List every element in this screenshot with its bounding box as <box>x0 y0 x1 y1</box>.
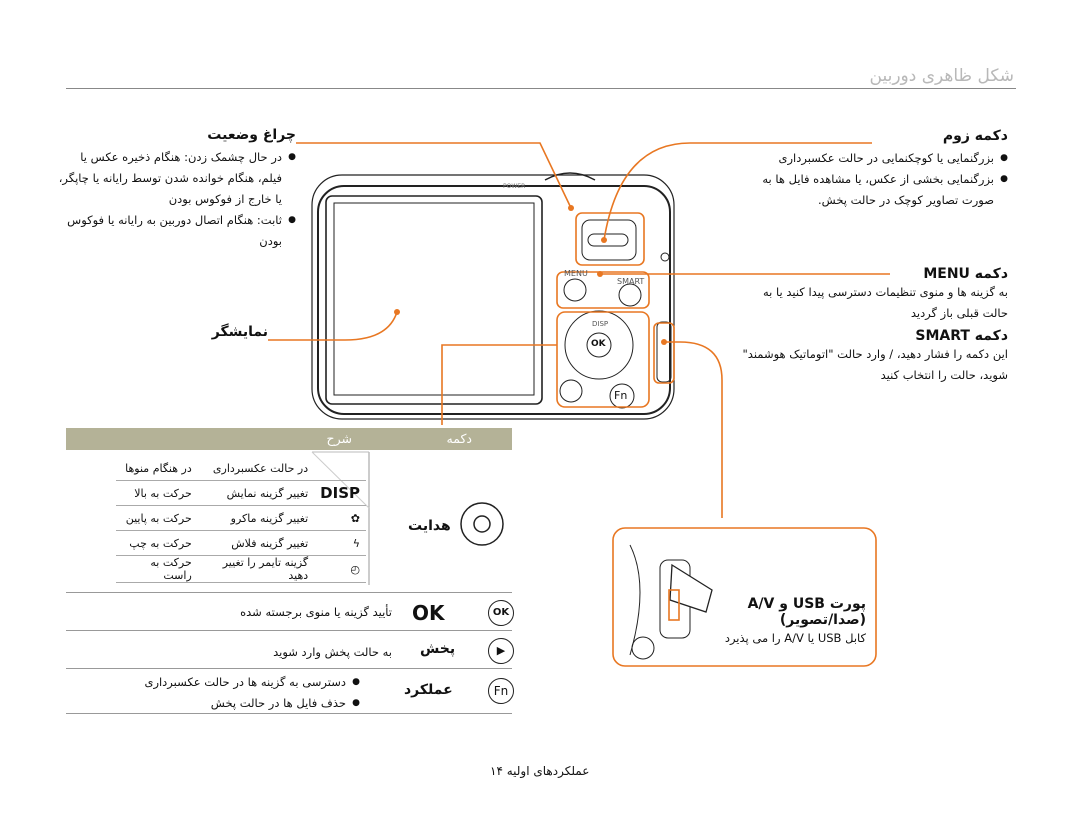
camera-fn-label: Fn <box>614 389 628 402</box>
page-footer: عملکردهای اولیه ۱۴ <box>490 764 590 778</box>
table-row: ϟ تغییر گزینه فلاش حرکت به چپ <box>116 530 366 556</box>
macro-icon: ✿ <box>314 505 366 531</box>
status-lamp-callout: چراغ وضعیت در حال چشمک زدن: هنگام ذخیره … <box>56 127 296 252</box>
header-desc: شرح <box>326 431 352 446</box>
fn-item: حذف فایل ها در حالت پخش <box>126 693 360 714</box>
nav-cell: حرکت به راست <box>116 555 198 583</box>
nav-cell: حرکت به بالا <box>116 480 198 506</box>
play-desc: به حالت پخش وارد شوید <box>273 645 392 659</box>
header-button: دکمه <box>446 431 472 446</box>
smart-title: دکمه SMART <box>915 328 1008 344</box>
screen-title: نمایشگر <box>211 324 268 340</box>
zoom-title: دکمه زوم <box>942 128 1008 144</box>
table-row: ✿ تغییر گزینه ماکرو حرکت به پایین <box>116 505 366 531</box>
nav-subheader-left: در هنگام منوها <box>116 456 198 481</box>
nav-cell: تغییر گزینه ماکرو <box>197 505 315 531</box>
play-label: پخش <box>420 641 456 657</box>
status-lamp-item: در حال چشمک زدن: هنگام ذخیره عکس یا فیلم… <box>56 147 296 210</box>
menu-desc: به گزینه ها و منوی تنظیمات دسترسی پیدا ک… <box>762 285 1008 320</box>
fn-item: دسترسی به گزینه ها در حالت عکسبرداری <box>126 672 360 693</box>
port-desc: کابل USB یا A/V را می پذیرد <box>724 631 866 645</box>
timer-icon: ◴ <box>314 555 366 583</box>
menu-callout: دکمه MENU به گزینه ها و منوی تنظیمات دست… <box>738 266 1008 386</box>
status-lamp-item: ثابت: هنگام اتصال دوربین به رایانه یا فو… <box>56 210 296 252</box>
table-row: DISP تغییر گزینه نمایش حرکت به بالا <box>116 480 366 506</box>
zoom-item: بزرگنمایی یا کوچکنمایی در حالت عکسبرداری <box>738 148 1009 169</box>
menu-title: دکمه MENU <box>923 266 1008 282</box>
title-divider <box>66 88 1016 89</box>
page-title: شکل ظاهری دوربین <box>869 66 1014 86</box>
nav-cell: تغییر گزینه نمایش <box>197 480 315 506</box>
camera-disp-label: DISP <box>592 320 609 328</box>
ok-icon: OK <box>488 600 514 626</box>
ok-desc: تأیید گزینه یا منوی برجسته شده <box>240 605 392 619</box>
camera-menu-label: MENU <box>564 269 588 278</box>
port-callout: پورت USB و A/V (صدا/تصویر) کابل USB یا A… <box>716 596 866 649</box>
smart-desc: این دکمه را فشار دهید، / وارد حالت "اتوم… <box>742 347 1008 382</box>
table-row: ◴ گزینه تایمر را تغییر دهید حرکت به راست <box>116 555 366 583</box>
nav-pad-icon <box>460 502 504 546</box>
table-row: در حالت عکسبرداری در هنگام منوها <box>116 456 366 481</box>
nav-cell: تغییر گزینه فلاش <box>197 530 315 556</box>
zoom-callout: دکمه زوم بزرگنمایی یا کوچکنمایی در حالت … <box>738 128 1008 211</box>
camera-ok-label: OK <box>591 339 606 349</box>
ok-label: OK <box>412 601 445 625</box>
table-header: دکمه شرح <box>66 428 512 450</box>
nav-label: هدایت <box>408 518 451 534</box>
camera-power-label: POWER <box>503 183 526 190</box>
nav-cell: حرکت به پایین <box>116 505 198 531</box>
fn-list: دسترسی به گزینه ها در حالت عکسبرداری حذف… <box>126 672 360 714</box>
zoom-item: بزرگنمایی بخشی از عکس، یا مشاهده فایل ها… <box>738 169 1008 211</box>
nav-table: در حالت عکسبرداری در هنگام منوها DISP تغ… <box>116 456 366 583</box>
port-title: پورت USB و A/V <box>747 596 866 612</box>
port-subtitle: (صدا/تصویر) <box>779 612 866 628</box>
status-lamp-title: چراغ وضعیت <box>207 127 296 143</box>
nav-cell: گزینه تایمر را تغییر دهید <box>197 555 315 583</box>
nav-cell: حرکت به چپ <box>116 530 198 556</box>
disp-icon: DISP <box>314 480 366 506</box>
flash-icon: ϟ <box>314 530 366 556</box>
camera-smart-label: SMART <box>617 277 645 286</box>
fn-icon: Fn <box>488 678 514 704</box>
fn-label: عملکرد <box>404 682 453 698</box>
nav-subheader-right: در حالت عکسبرداری <box>197 456 315 481</box>
play-icon: ▶ <box>488 638 514 664</box>
